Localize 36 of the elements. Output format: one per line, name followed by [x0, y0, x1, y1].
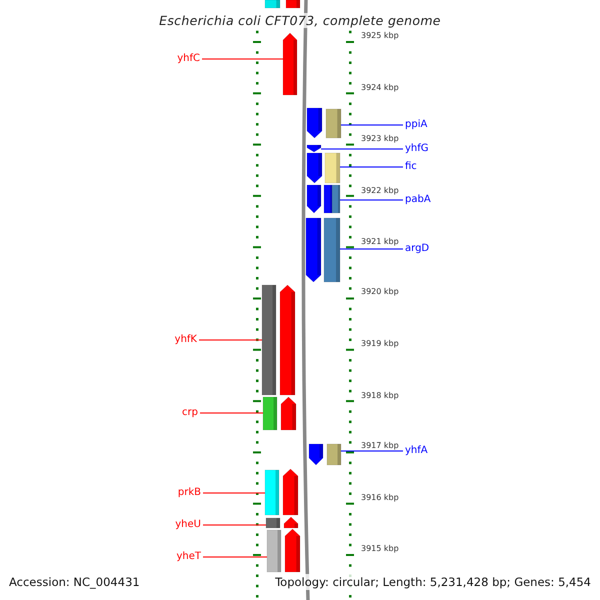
gene-name: fic [405, 160, 417, 174]
leader-line [202, 556, 268, 558]
gene-name: yheU [175, 518, 201, 532]
leader-line [202, 492, 266, 494]
gene-name: yhfG [405, 142, 429, 156]
leader-line [340, 450, 404, 452]
title: Escherichia coli CFT073, complete genome [159, 13, 441, 28]
scale-label: 3920 kbp [361, 287, 399, 297]
leader-line [200, 412, 264, 414]
scale-label: 3922 kbp [361, 186, 399, 196]
gene-name: argD [405, 242, 430, 256]
scale-label: 3915 kbp [361, 544, 399, 554]
leader-line [340, 166, 404, 168]
scale-label: 3916 kbp [361, 493, 399, 503]
gene-name: prkB [178, 486, 201, 500]
gene-name: yhfA [405, 444, 428, 458]
leader-line [202, 524, 266, 526]
leader-line [202, 58, 284, 60]
gene-name: pabA [405, 193, 431, 207]
gene-name: yheT [176, 550, 201, 564]
scale-label: 3923 kbp [361, 134, 399, 144]
scale-label: 3919 kbp [361, 339, 399, 349]
gene-name: yhfC [177, 52, 200, 66]
leader-line [340, 124, 404, 126]
leader-line [320, 148, 404, 150]
gene-name: ppiA [405, 118, 428, 132]
scale-label: 3924 kbp [361, 83, 399, 93]
scale-label: 3925 kbp [361, 31, 399, 41]
scale-label: 3918 kbp [361, 391, 399, 401]
gene-name: crp [182, 406, 198, 420]
scale-label: 3921 kbp [361, 237, 399, 247]
genome-summary: Topology: circular; Length: 5,231,428 bp; Genes: 5,454 [275, 574, 591, 590]
accession-note: Accession: NC_004431 [9, 574, 140, 590]
gene-name: yhfK [174, 333, 197, 347]
scale-label: 3917 kbp [361, 441, 399, 451]
leader-line [340, 248, 404, 250]
